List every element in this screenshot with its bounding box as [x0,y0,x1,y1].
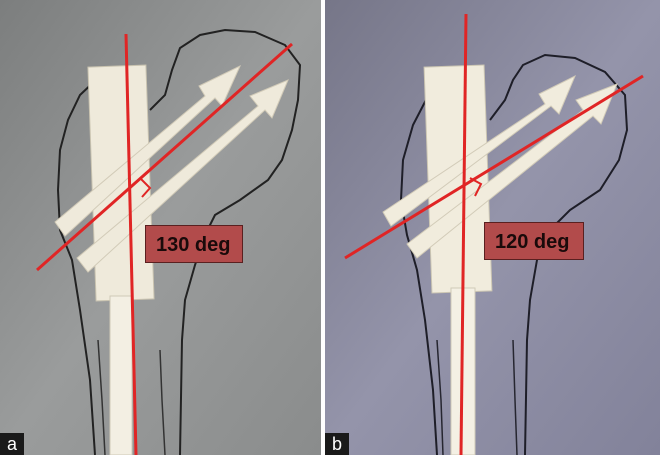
panel-b: 120 deg b [325,0,660,455]
angle-label: 130 deg [145,225,243,263]
nail-shaft [110,296,132,455]
panel-letter: a [0,433,24,455]
panel-letter: b [325,433,349,455]
panel-a: 130 deg a [0,0,321,455]
angle-label: 120 deg [484,222,584,260]
